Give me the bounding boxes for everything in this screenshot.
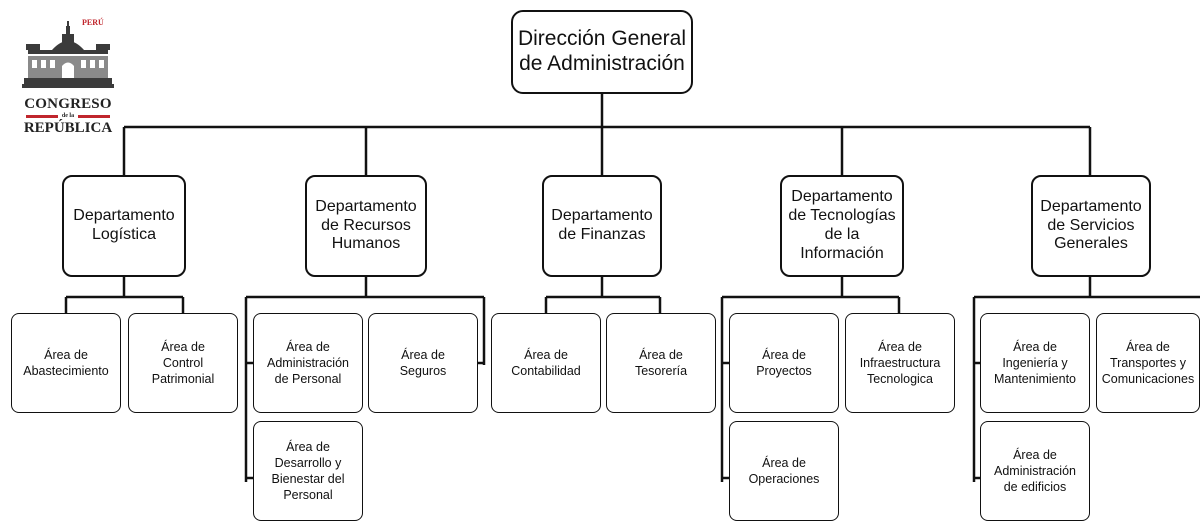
area-administracion-edificios: Área de Administración de edificios	[980, 421, 1090, 521]
dept-recursos-humanos: Departamento de Recursos Humanos	[305, 175, 427, 277]
area-infraestructura-tecnologica: Área de Infraestructura Tecnologica	[845, 313, 955, 413]
area-control-patrimonial: Área de Control Patrimonial	[128, 313, 238, 413]
area-operaciones: Área de Operaciones	[729, 421, 839, 521]
area-tesoreria: Área de Tesorería	[606, 313, 716, 413]
congress-building-icon	[22, 21, 114, 88]
dept-finanzas: Departamento de Finanzas	[542, 175, 662, 277]
logo-line1: CONGRESO	[24, 96, 112, 112]
area-desarrollo-bienestar: Área de Desarrollo y Bienestar del Perso…	[253, 421, 363, 521]
area-contabilidad: Área de Contabilidad	[491, 313, 601, 413]
area-administracion-personal: Área de Administración de Personal	[253, 313, 363, 413]
org-root-box: Dirección General de Administración	[511, 10, 693, 94]
logo-line2: de la	[58, 113, 78, 119]
logo-country: PERÚ	[82, 18, 104, 27]
dept-servicios-generales: Departamento de Servicios Generales	[1031, 175, 1151, 277]
dept-logistica: Departamento Logística	[62, 175, 186, 277]
area-abastecimiento: Área de Abastecimiento	[11, 313, 121, 413]
area-transportes-comunicaciones: Área de Transportes y Comunicaciones	[1096, 313, 1200, 413]
logo-line3: REPÚBLICA	[23, 120, 113, 136]
congreso-logo: PERÚ CONGRESO de la REPÚBLICA	[22, 18, 114, 150]
dept-tecnologias: Departamento de Tecnologías de la Inform…	[780, 175, 904, 277]
area-ingenieria-mantenimiento: Área de Ingeniería y Mantenimiento	[980, 313, 1090, 413]
area-seguros: Área de Seguros	[368, 313, 478, 413]
area-proyectos: Área de Proyectos	[729, 313, 839, 413]
